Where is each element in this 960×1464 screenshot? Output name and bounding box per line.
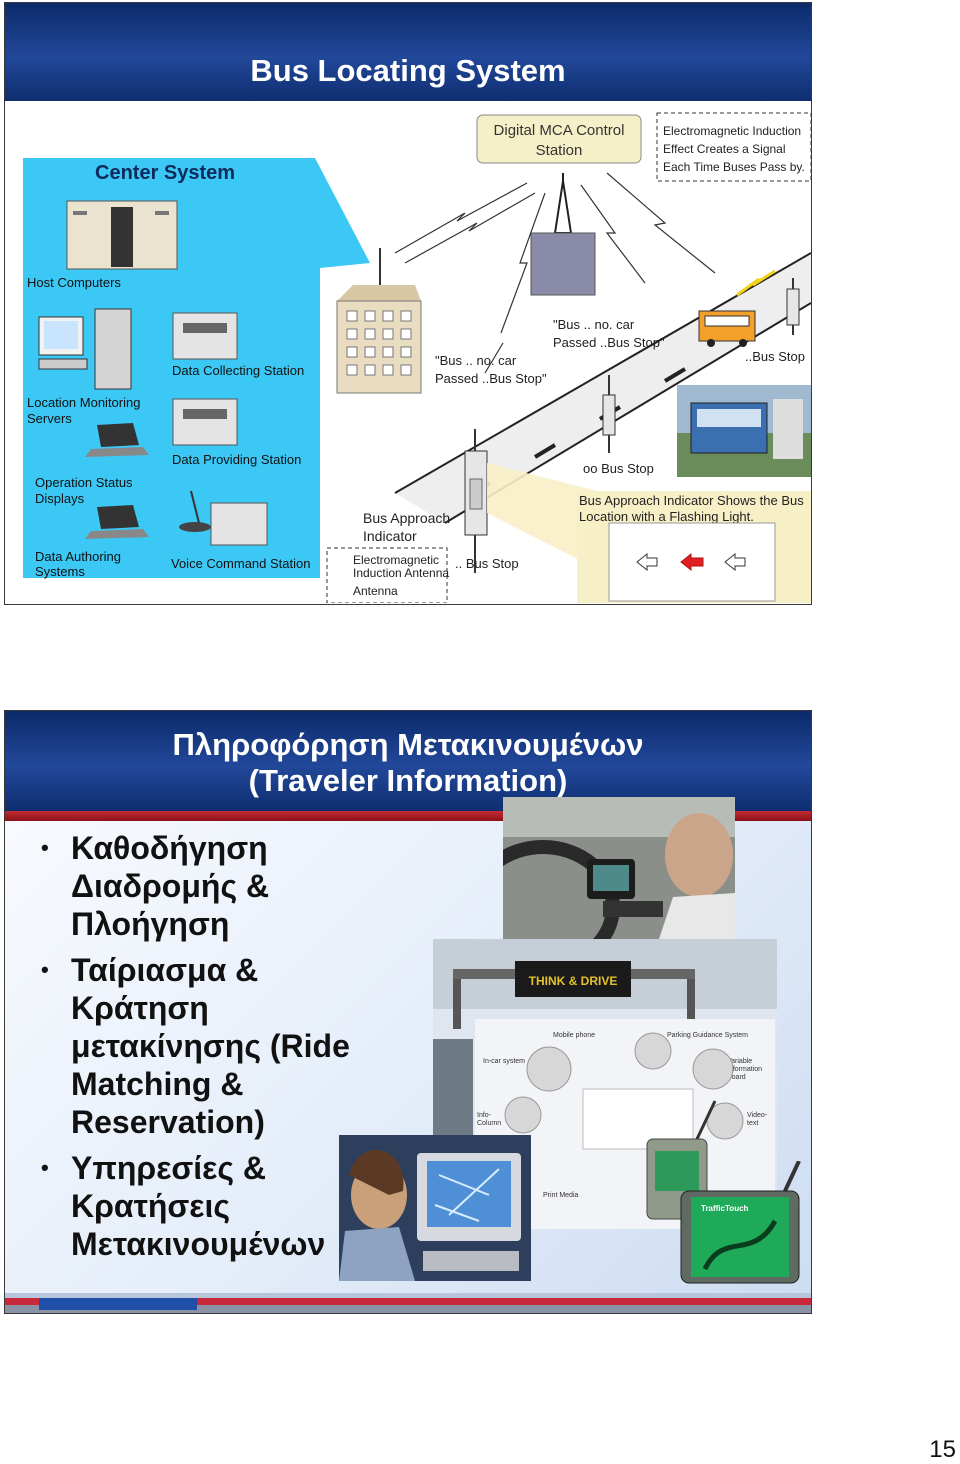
slide-header: Πληροφόρηση Μετακινουμένων (Traveler Inf… [5,711,811,811]
slide-title: Πληροφόρηση Μετακινουμένων [172,727,644,762]
bus-passed-label: "Bus .. no. car [435,353,517,368]
bus-icon [698,310,756,347]
svg-text:Passed ..Bus Stop": Passed ..Bus Stop" [553,335,665,350]
voice-command-station-icon [179,490,268,546]
slide-title: Bus Locating System [250,53,566,88]
slide-bus-locating-system: Bus Locating System Center System Host C… [4,2,812,605]
svg-text:Variable: Variable [727,1058,752,1065]
page-number: 15 [929,1436,956,1463]
data-collecting-station-icon [172,312,238,360]
location-monitoring-label: Location Monitoring [27,395,140,410]
svg-text:Info-: Info- [477,1112,492,1119]
svg-text:Passed ..Bus Stop": Passed ..Bus Stop" [435,371,547,386]
road-sign-text: THINK & DRIVE [529,974,618,988]
pda-app-title: TrafficTouch [701,1204,749,1213]
arrow-left-icon [680,552,704,572]
red-stripe [5,811,811,821]
svg-text:Station: Station [536,142,583,159]
svg-text:In-car system: In-car system [483,1058,525,1065]
svg-text:Location with a Flashing Light: Location with a Flashing Light. [579,509,754,524]
svg-text:Information: Information [727,1066,762,1073]
bullet-item: • Καθοδήγηση Διαδρομής & Πλοήγηση [41,830,270,942]
data-authoring-label: Data Authoring [35,549,121,564]
svg-text:Displays: Displays [35,491,85,506]
bottom-color-band [5,1293,811,1313]
server-workstation-icon [38,308,132,390]
bullet-list: • Καθοδήγηση Διαδρομής & Πλοήγηση • Ταίρ… [41,829,371,1271]
office-building-icon [336,248,422,394]
bus-locating-diagram: Center System Host Computers Location Mo… [15,103,811,603]
slide-header: Bus Locating System [5,3,811,101]
svg-text:Video-: Video- [747,1112,768,1119]
laptop-icon [85,505,149,539]
pda-traffic-device-photo: TrafficTouch [680,1161,801,1284]
host-computers-label: Host Computers [27,275,121,290]
digital-mca-label: Digital MCA Control [494,122,625,139]
bus-stop-pole-icon [602,278,800,453]
svg-text:Systems: Systems [35,564,85,579]
computer-map-photo [339,1135,531,1281]
svg-text:Servers: Servers [27,411,72,426]
svg-text:Each Time Buses Pass by.: Each Time Buses Pass by. [663,160,805,174]
bus-stop-label: ..Bus Stop [745,349,805,364]
svg-text:Parking Guidance System: Parking Guidance System [667,1032,748,1039]
svg-text:Column: Column [477,1120,501,1127]
data-providing-station-icon [172,398,238,446]
svg-text:text: text [747,1120,758,1127]
bus-approach-label: Bus Approach [363,510,450,526]
signal-bolt-icon [736,269,776,297]
svg-text:Print Media: Print Media [543,1192,579,1199]
svg-text:Indicator: Indicator [363,528,417,544]
bus-stop-photo [677,385,811,477]
in-car-navigation-photo [503,797,735,957]
em-induction-note: Electromagnetic Induction [663,124,801,138]
slide-subtitle: (Traveler Information) [248,763,568,798]
svg-text:Effect Creates a Signal: Effect Creates a Signal [663,142,786,156]
laptop-icon [85,423,149,457]
data-providing-label: Data Providing Station [172,452,301,467]
radio-tower-icon [530,173,596,296]
induction-antenna-label: Electromagnetic [353,553,439,567]
approach-indicator-caption: Bus Approach Indicator Shows the Bus [579,493,804,508]
svg-text:Induction Antenna: Induction Antenna [353,566,449,580]
bus-passed-label: "Bus .. no. car [553,317,635,332]
center-system-label: Center System [95,162,235,184]
bus-approach-indicator-icon [464,429,488,573]
data-collecting-label: Data Collecting Station [172,363,304,378]
bullet-item: • Υπηρεσίες & Κρατήσεις Μετακινουμένων [41,1150,326,1262]
host-computers-icon [66,200,178,270]
svg-text:Board: Board [727,1074,746,1081]
antenna-label: Antenna [353,584,398,598]
voice-command-label: Voice Command Station [171,556,310,571]
svg-text:Mobile phone: Mobile phone [553,1032,595,1039]
operation-status-label: Operation Status [35,475,133,490]
bullet-item: • Ταίριασμα & Κράτηση μετακίνησης (Ride … [41,952,350,1140]
radio-waves [394,172,716,374]
bus-stop-label: oo Bus Stop [583,461,654,476]
arrow-left-icon [636,552,658,572]
slide-traveler-information: Πληροφόρηση Μετακινουμένων (Traveler Inf… [4,710,812,1314]
arrow-left-icon [724,552,746,572]
bus-stop-label: .. Bus Stop [455,556,519,571]
